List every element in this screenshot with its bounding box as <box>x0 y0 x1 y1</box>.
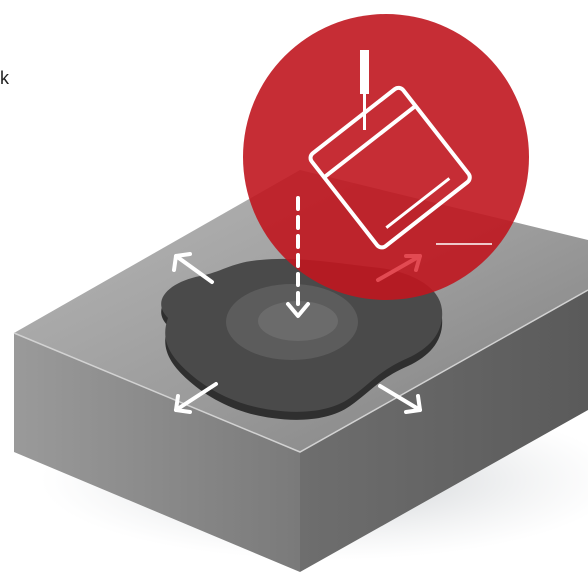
puddle-center <box>258 301 338 341</box>
block-front-face <box>14 333 300 572</box>
detail-circle <box>243 14 529 300</box>
rising-arrow-icon <box>376 254 422 282</box>
cropped-edge-text: k <box>0 68 9 88</box>
block-right-face <box>300 290 588 572</box>
spread-arrows-icon <box>172 252 422 414</box>
block-top-edge <box>13 289 588 453</box>
paint-bucket-icon <box>308 85 472 250</box>
dashed-down-arrow-icon <box>286 196 310 318</box>
